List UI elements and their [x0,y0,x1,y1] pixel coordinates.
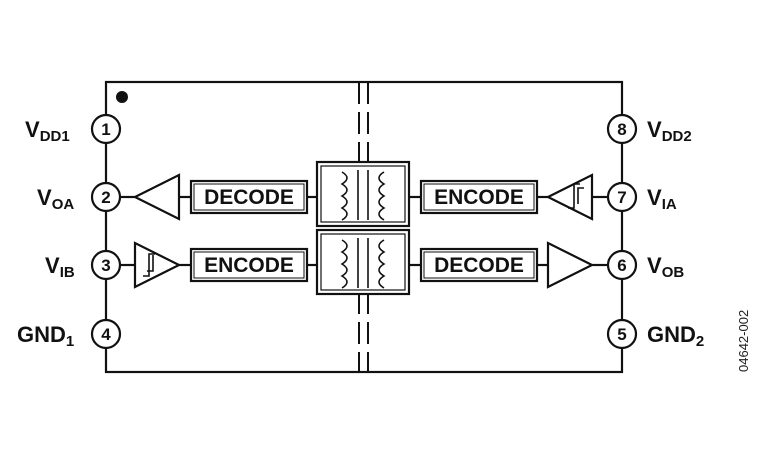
svg-text:VOB: VOB [647,253,684,281]
output-buffer-b [546,241,595,289]
encode-label-bottom-left: ENCODE [204,254,294,277]
svg-text:VDD2: VDD2 [647,117,692,145]
svg-text:5: 5 [617,325,626,344]
schmitt-input-buffer-a [545,173,594,221]
decode-block-bottom-right [419,247,539,283]
svg-text:GND2: GND2 [647,322,704,350]
output-buffer-a [132,173,181,221]
svg-text:VIB: VIB [45,253,75,281]
svg-text:7: 7 [617,188,626,207]
pin-3-sub: IB [60,264,75,281]
transformer-top [315,160,411,228]
pin-5-sub: 2 [696,333,704,350]
pin-8-sub: DD2 [662,128,692,145]
encode-label-top-right: ENCODE [434,186,524,209]
pin-6-name: V [647,253,662,278]
isolation-barrier [358,82,369,372]
pin-6: 6 VOB [606,249,684,281]
pin-2: 2 VOA [37,181,122,213]
pin-8-name: V [647,117,662,142]
svg-text:2: 2 [101,188,110,207]
pin-7-sub: IA [662,196,677,213]
pin-1-name: V [25,117,40,142]
svg-text:4: 4 [101,325,111,344]
pin1-indicator-dot [116,91,128,103]
package-outline [104,80,624,374]
pin-2-sub: OA [52,196,75,213]
encode-block-bottom-left [189,247,309,283]
pin-3: 3 VIB [45,249,122,281]
pin-4-name: GND [17,322,66,347]
pin-7: 7 VIA [606,181,677,213]
pin-4-sub: 1 [66,333,74,350]
svg-text:6: 6 [617,256,626,275]
transformer-bottom [315,228,411,296]
pin-5-name: GND [647,322,696,347]
svg-text:VDD1: VDD1 [25,117,70,145]
pin-7-name: V [647,185,662,210]
pin-5: 5 GND2 [606,318,704,350]
svg-text:VIA: VIA [647,185,677,213]
decode-label-top-left: DECODE [204,186,294,209]
pin-8: 8 VDD2 [606,113,692,145]
pin-1: 1 VDD1 [25,113,122,145]
svg-text:GND1: GND1 [17,322,74,350]
schmitt-input-buffer-b [133,241,182,289]
pin-1-sub: DD1 [40,128,70,145]
encode-block-top-right [419,179,539,215]
svg-text:1: 1 [101,120,110,139]
svg-text:3: 3 [101,256,110,275]
pin-2-name: V [37,185,52,210]
svg-text:VOA: VOA [37,185,74,213]
pin-3-name: V [45,253,60,278]
pin-4: 4 GND1 [17,318,122,350]
figure-id: 04642-002 [736,310,751,372]
decode-label-bottom-right: DECODE [434,254,524,277]
pin-6-sub: OB [662,264,685,281]
svg-text:8: 8 [617,120,626,139]
